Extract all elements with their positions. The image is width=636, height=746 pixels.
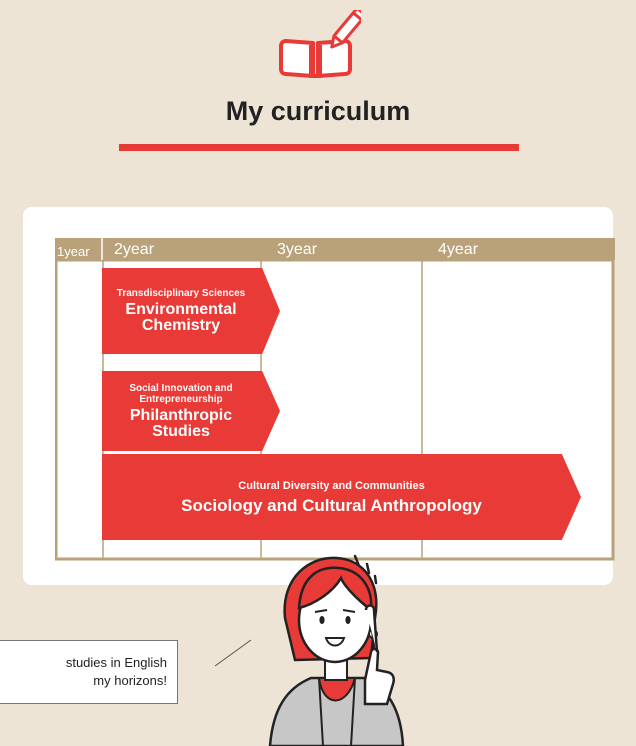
course-name: Environmental Chemistry (125, 301, 237, 334)
speech-line-1: studies in English (65, 655, 167, 670)
course-name: Sociology and Cultural Anthropology (181, 495, 482, 515)
speech-bubble: studies in English my horizons! (0, 640, 178, 704)
woman-pointing-illustration (215, 554, 405, 746)
course-category: Social Innovation and Entrepreneurship (129, 382, 233, 405)
course-name: Philanthropic Studies (129, 406, 233, 440)
course-category: Cultural Diversity and Communities (238, 479, 425, 492)
open-book-pencil-icon (279, 10, 361, 78)
course-sociology-cultural-anthropology: Cultural Diversity and Communities Socio… (102, 454, 581, 540)
title-underline (119, 144, 519, 151)
year-header-2: 2year (114, 241, 155, 258)
course-category: Transdisciplinary Sciences (116, 288, 246, 299)
year-header-3: 3year (277, 241, 318, 258)
course-philanthropic-studies: Social Innovation and Entrepreneurship P… (102, 371, 280, 451)
course-environmental-chemistry: Transdisciplinary Sciences Environmental… (102, 268, 280, 354)
year-header-1: 1year (57, 244, 90, 259)
year-header-4: 4year (438, 241, 479, 258)
speech-line-2: my horizons! (93, 673, 167, 688)
page-title: My curriculum (225, 96, 411, 126)
curriculum-grid: 1year 2year 3year 4year Transdisciplinar… (55, 238, 615, 562)
